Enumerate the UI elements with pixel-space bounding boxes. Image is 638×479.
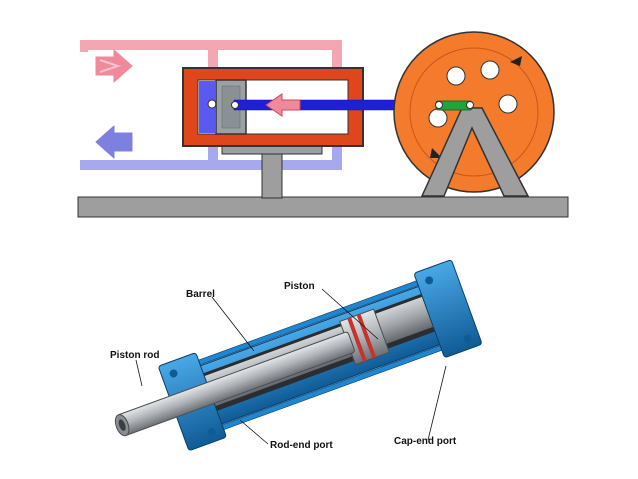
inlet-pipe — [80, 40, 342, 90]
piston-rod-label: Piston rod — [110, 350, 159, 361]
cap-end-port-label: Cap-end port — [394, 436, 457, 447]
left-arrow-icon — [265, 93, 301, 117]
rod-end-port-leader — [239, 419, 269, 445]
inlet-arrow-icon — [95, 49, 133, 83]
piston-rod-leader — [135, 359, 143, 387]
barrel-leader — [211, 296, 255, 352]
steam-chamber — [199, 81, 215, 133]
cap-end-head — [414, 259, 482, 358]
cylinder-cutaway: Barrel Piston Piston rod Rod-end port Ca… — [110, 259, 482, 451]
barrel-label: Barrel — [186, 289, 215, 300]
cap-end-port-leader — [427, 365, 447, 441]
exhaust-duct — [208, 140, 218, 164]
base-floor — [77, 196, 569, 218]
piston-leader — [321, 288, 379, 340]
exhaust-arrow-icon — [95, 125, 133, 159]
rod-end-port-label: Rod-end port — [270, 440, 333, 451]
rotation-mark-icon — [510, 56, 522, 66]
piston-label: Piston — [284, 281, 315, 292]
engine-diagram — [77, 31, 569, 218]
inlet-duct — [208, 48, 218, 70]
exhaust-pipe — [80, 130, 342, 170]
